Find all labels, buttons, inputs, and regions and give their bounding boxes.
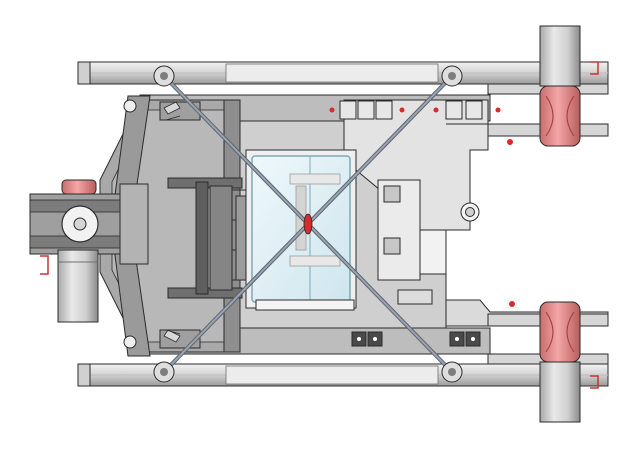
bottom-rail [77,363,609,387]
front-roller-red [61,179,97,195]
connectors-bottom [351,331,481,347]
steering-mechanism [167,177,247,299]
tension-cables [162,74,454,374]
connectors-top [339,100,483,120]
cable-anchors [153,65,463,383]
rear-wheel-top [539,25,599,147]
rear-wheel-bottom [539,301,599,423]
electronics-block [377,179,447,305]
top-rail [77,61,609,85]
front-wheel [57,249,99,323]
red-fasteners [329,107,515,307]
cable-crossing-clamp [303,213,313,235]
front-axle [29,179,149,323]
